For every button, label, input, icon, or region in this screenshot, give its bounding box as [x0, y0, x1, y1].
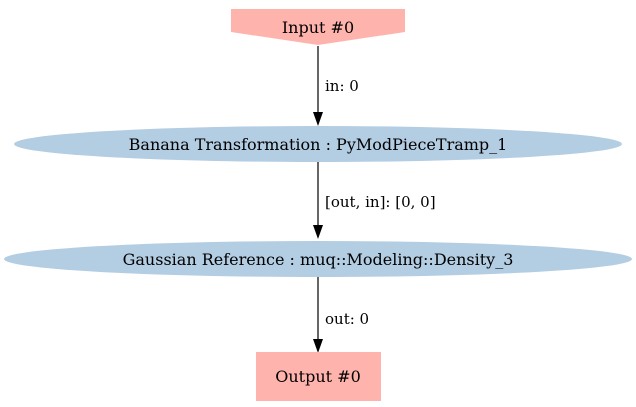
- edge-banana-to-gaussian: [out, in]: [0, 0]: [313, 162, 436, 239]
- node-input[interactable]: Input #0: [231, 9, 405, 45]
- edge-input-to-banana: in: 0: [313, 46, 359, 126]
- gaussian-node-label: Gaussian Reference : muq::Modeling::Dens…: [123, 250, 514, 269]
- node-banana-transformation[interactable]: Banana Transformation : PyModPieceTramp_…: [14, 126, 622, 162]
- input-node-shape: [231, 9, 405, 45]
- input-node-label: Input #0: [282, 18, 354, 37]
- gaussian-node-shape: [4, 241, 632, 277]
- edge-label-in: in: 0: [325, 77, 359, 95]
- edge-label-out-in: [out, in]: [0, 0]: [325, 193, 436, 211]
- output-node-label: Output #0: [275, 367, 361, 386]
- output-node-shape: [256, 352, 381, 401]
- banana-node-label: Banana Transformation : PyModPieceTramp_…: [129, 135, 508, 154]
- edge-label-out: out: 0: [325, 310, 369, 328]
- node-output[interactable]: Output #0: [256, 352, 381, 401]
- arrowhead-icon: [313, 339, 323, 353]
- edge-gaussian-to-output: out: 0: [313, 277, 369, 353]
- node-gaussian-reference[interactable]: Gaussian Reference : muq::Modeling::Dens…: [4, 241, 632, 277]
- banana-node-shape: [14, 126, 622, 162]
- arrowhead-icon: [313, 225, 323, 239]
- arrowhead-icon: [313, 112, 323, 126]
